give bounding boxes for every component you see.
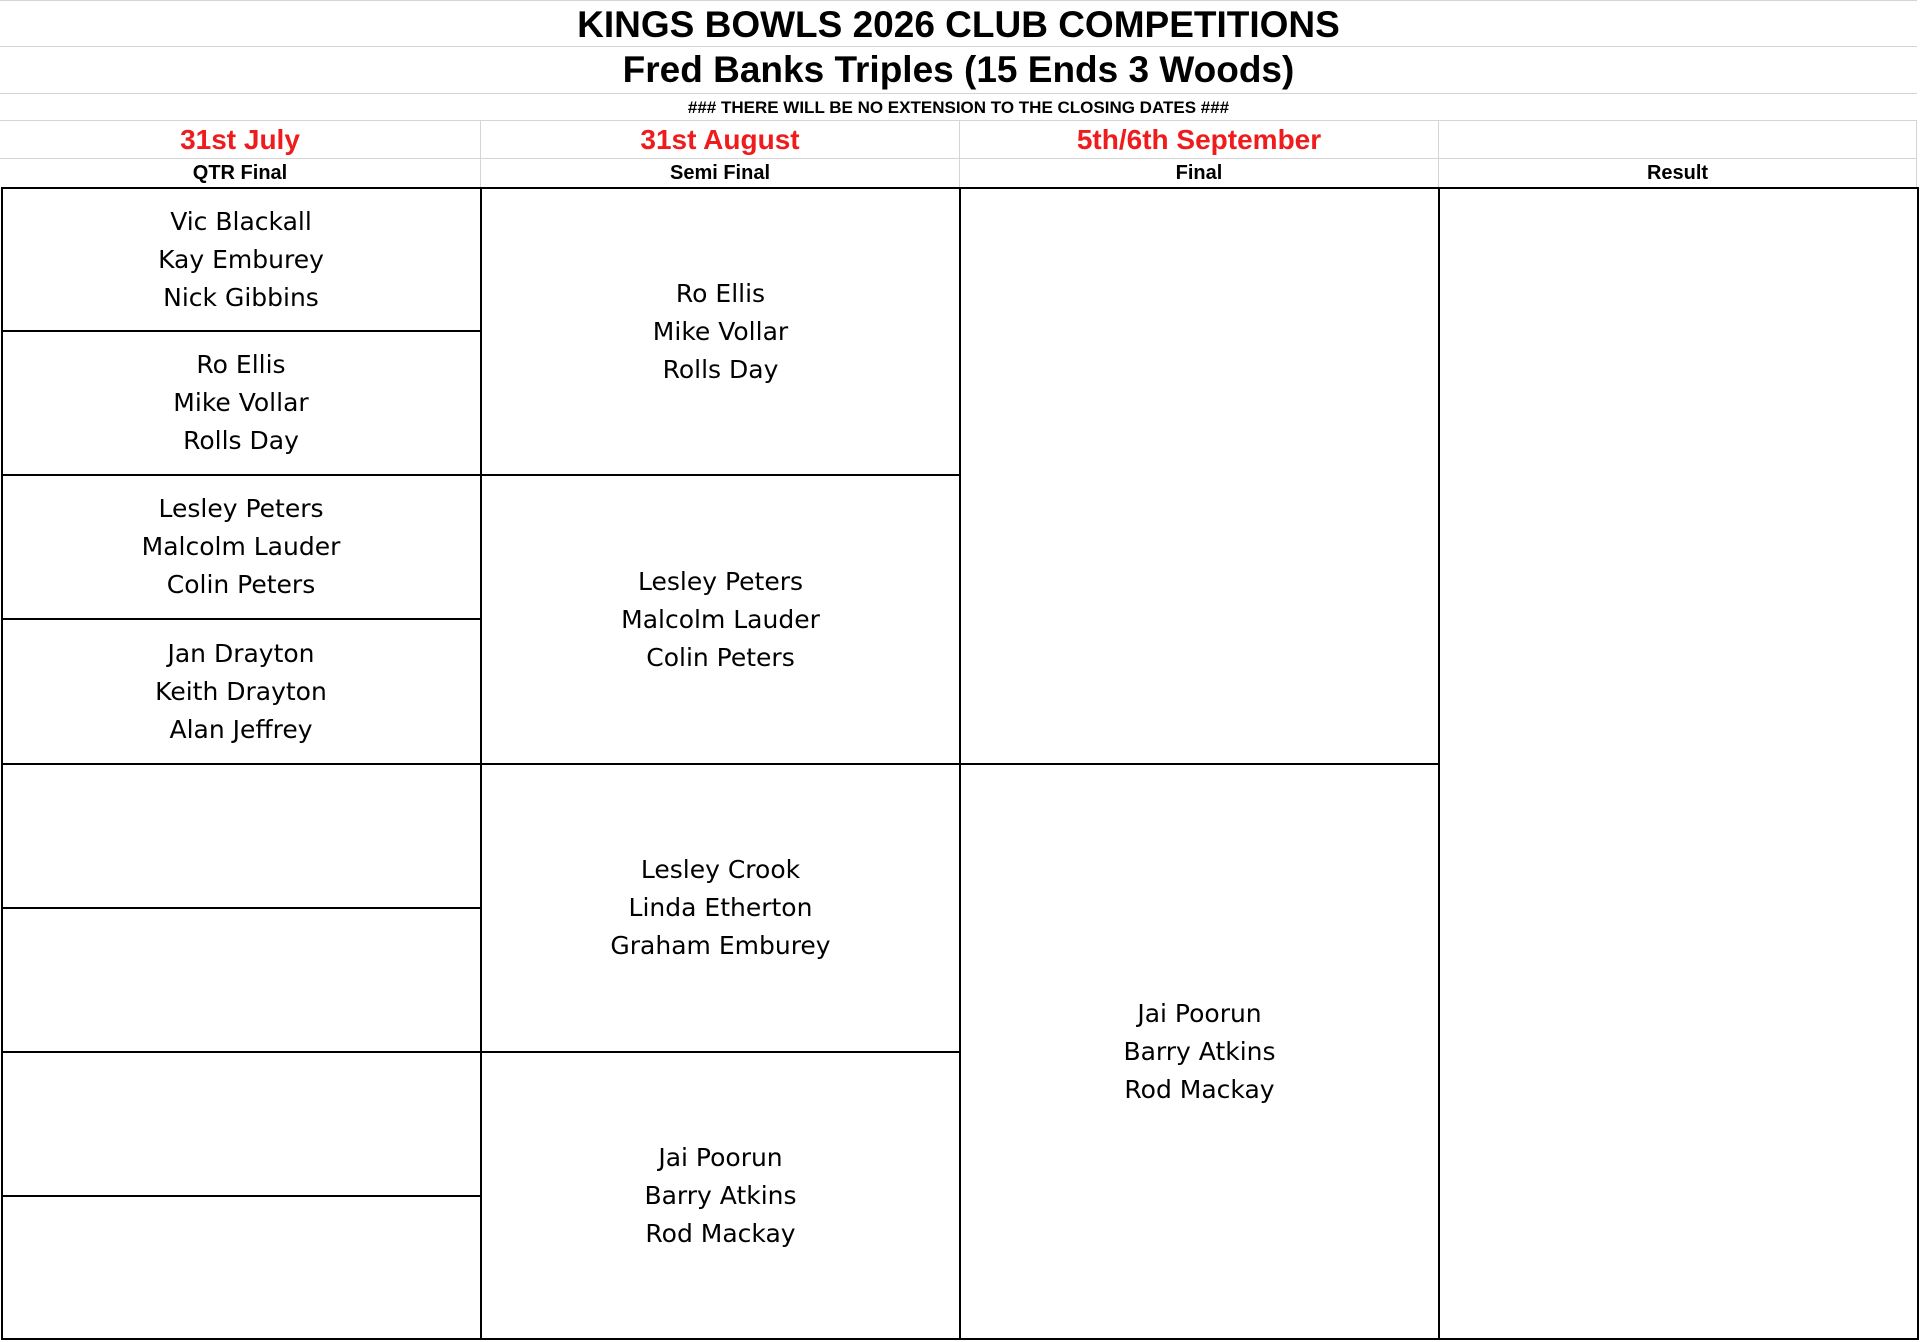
player-name: Malcolm Lauder [621, 604, 820, 634]
player-name: Ro Ellis [196, 350, 286, 379]
semi-final-team-1: Ro Ellis Mike Vollar Rolls Day [482, 189, 959, 474]
player-name: Lesley Crook [640, 855, 801, 884]
final-team-2: Jai Poorun Barry Atkins Rod Mackay [961, 765, 1438, 1338]
round-date-qtr: 31st July [0, 121, 480, 159]
round-label-semi: Semi Final [481, 159, 960, 187]
player-name: Nick Gibbins [163, 282, 319, 312]
player-name: Jai Poorun [658, 1142, 783, 1172]
row-divider [1, 1195, 481, 1197]
player-name: Vic Blackall [170, 206, 312, 236]
qtr-final-team-8-empty [2, 1197, 480, 1338]
round-date-cell-qtr: 31st July [0, 121, 481, 159]
page-title: KINGS BOWLS 2026 CLUB COMPETITIONS [577, 4, 1340, 45]
player-name: Graham Emburey [610, 931, 831, 960]
qtr-final-team-7-empty [2, 1053, 480, 1195]
row-divider [1, 618, 481, 620]
qtr-final-team-2: Ro Ellis Mike Vollar Rolls Day [2, 332, 480, 474]
qtr-final-team-5-empty [2, 765, 480, 907]
round-label-result: Result [1439, 159, 1917, 187]
row-divider [1, 907, 481, 909]
title-row: KINGS BOWLS 2026 CLUB COMPETITIONS [0, 0, 1917, 47]
player-name: Colin Peters [646, 642, 795, 672]
player-name: Malcolm Lauder [141, 532, 341, 561]
semi-final-team-2: Lesley Peters Malcolm Lauder Colin Peter… [482, 476, 959, 763]
player-name: Jai Poorun [1137, 998, 1262, 1028]
player-name: Barry Atkins [644, 1180, 797, 1210]
player-name: Linda Etherton [628, 893, 813, 922]
semi-final-team-4: Jai Poorun Barry Atkins Rod Mackay [482, 1053, 959, 1338]
round-date-cell-final: 5th/6th September [960, 121, 1439, 159]
player-name: Rolls Day [662, 354, 779, 384]
player-name: Lesley Peters [158, 494, 324, 523]
final-team-1-empty [961, 189, 1438, 763]
row-divider [1, 474, 960, 476]
player-name: Rolls Day [183, 426, 299, 455]
player-name: Lesley Peters [637, 566, 803, 596]
round-date-cell-semi: 31st August [481, 121, 960, 159]
row-divider [1, 1051, 960, 1053]
qtr-final-team-6-empty [2, 909, 480, 1051]
qtr-final-team-4: Jan Drayton Keith Drayton Alan Jeffrey [2, 620, 480, 763]
competition-subtitle: Fred Banks Triples (15 Ends 3 Woods) [622, 49, 1295, 90]
player-name: Kay Emburey [158, 244, 324, 274]
round-label-final: Final [960, 159, 1439, 187]
round-label-qtr: QTR Final [0, 159, 481, 187]
round-date-result [1439, 121, 1916, 159]
semi-final-team-3: Lesley Crook Linda Etherton Graham Embur… [482, 765, 959, 1051]
player-name: Alan Jeffrey [169, 714, 313, 744]
row-divider [1, 330, 481, 332]
round-date-semi: 31st August [481, 121, 959, 159]
subtitle-row: Fred Banks Triples (15 Ends 3 Woods) [0, 47, 1917, 94]
player-name: Mike Vollar [652, 316, 789, 346]
round-date-cell-result [1439, 121, 1917, 159]
player-name: Rod Mackay [645, 1218, 796, 1248]
player-name: Jan Drayton [167, 638, 315, 668]
closing-dates-notice: ### THERE WILL BE NO EXTENSION TO THE CL… [687, 98, 1230, 117]
row-divider [1, 763, 1439, 765]
player-name: Rod Mackay [1124, 1074, 1275, 1104]
column-divider [1438, 187, 1440, 1340]
player-name: Colin Peters [166, 570, 316, 599]
player-name: Mike Vollar [173, 388, 309, 417]
qtr-final-team-3: Lesley Peters Malcolm Lauder Colin Peter… [2, 476, 480, 618]
player-name: Keith Drayton [155, 676, 327, 706]
round-date-final: 5th/6th September [960, 121, 1438, 159]
player-name: Ro Ellis [675, 278, 766, 308]
result-cell-empty [1440, 189, 1917, 1338]
player-name: Barry Atkins [1123, 1036, 1276, 1066]
notice-row: ### THERE WILL BE NO EXTENSION TO THE CL… [0, 94, 1917, 121]
qtr-final-team-1: Vic Blackall Kay Emburey Nick Gibbins [2, 189, 480, 330]
